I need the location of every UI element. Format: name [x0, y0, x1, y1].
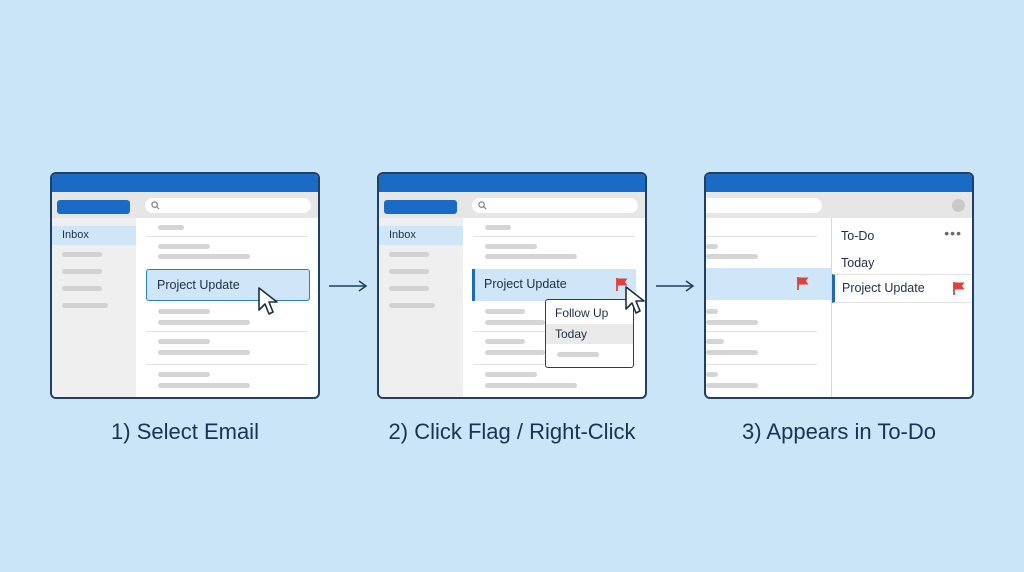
list-item-placeholder	[485, 244, 537, 249]
todo-task-label: Project Update	[842, 281, 925, 295]
list-item-placeholder	[485, 320, 545, 325]
list-divider	[706, 331, 817, 332]
toolbar	[52, 192, 318, 218]
email-list: Project Update	[463, 218, 645, 397]
menu-item-follow-up[interactable]: Follow Up	[555, 306, 609, 320]
todo-pane: To-Do ••• Today Project Update	[831, 218, 972, 397]
flag-icon[interactable]	[615, 277, 629, 292]
folder-placeholder	[389, 286, 429, 291]
list-item-placeholder	[158, 372, 210, 377]
list-divider	[146, 331, 308, 332]
step-2-caption: 2) Click Flag / Right-Click	[388, 419, 636, 444]
list-item-placeholder	[158, 309, 210, 314]
folder-sidebar: Inbox	[379, 218, 463, 397]
cursor-icon	[258, 287, 278, 315]
more-icon[interactable]: •••	[944, 225, 962, 241]
menu-item-placeholder	[557, 352, 599, 357]
sidebar-item-label: Inbox	[389, 229, 416, 241]
list-item-placeholder	[706, 372, 718, 377]
toolbar	[706, 192, 972, 218]
list-item-placeholder	[706, 244, 718, 249]
list-divider	[146, 364, 308, 365]
list-item-placeholder	[706, 309, 718, 314]
email-subject: Project Update	[484, 277, 567, 291]
cursor-icon	[625, 286, 645, 314]
step-1-window: Inbox Project Update	[50, 172, 320, 399]
list-divider	[146, 236, 308, 237]
flag-icon[interactable]	[796, 276, 810, 291]
menu-item-today[interactable]: Today	[546, 324, 633, 344]
list-divider	[473, 236, 635, 237]
list-item-placeholder	[158, 254, 250, 259]
list-item-placeholder	[485, 372, 537, 377]
list-item-placeholder	[158, 244, 210, 249]
list-divider	[706, 364, 817, 365]
arrow-right-icon	[656, 280, 695, 292]
search-input[interactable]	[145, 198, 311, 213]
step-1-caption: 1) Select Email	[111, 419, 259, 444]
new-mail-button[interactable]	[57, 200, 130, 214]
email-row-selected[interactable]: Project Update	[472, 269, 636, 301]
folder-placeholder	[62, 286, 102, 291]
list-item-placeholder	[706, 350, 758, 355]
list-item-placeholder	[158, 350, 250, 355]
folder-placeholder	[62, 303, 108, 308]
email-row-selected[interactable]	[706, 268, 831, 300]
title-bar	[52, 174, 318, 192]
list-item-placeholder	[158, 320, 250, 325]
title-bar	[706, 174, 972, 192]
list-item-placeholder	[706, 383, 758, 388]
todo-task[interactable]: Project Update	[832, 274, 972, 303]
list-item-placeholder	[706, 320, 758, 325]
step-3-window: To-Do ••• Today Project Update	[704, 172, 974, 399]
list-divider	[706, 236, 817, 237]
todo-title: To-Do	[841, 229, 875, 243]
list-divider	[473, 331, 545, 332]
folder-placeholder	[62, 269, 102, 274]
folder-placeholder	[389, 269, 429, 274]
list-item-placeholder	[485, 383, 577, 388]
sidebar-item-inbox[interactable]: Inbox	[379, 226, 463, 245]
step-2-window: Inbox Project Update	[377, 172, 647, 399]
search-icon	[478, 201, 487, 210]
list-item-placeholder	[158, 339, 210, 344]
list-item-placeholder	[485, 350, 545, 355]
folder-placeholder	[62, 252, 102, 257]
email-subject: Project Update	[157, 278, 240, 292]
sidebar-item-inbox[interactable]: Inbox	[52, 226, 136, 245]
list-item-placeholder	[485, 309, 525, 314]
list-item-placeholder	[158, 225, 184, 230]
new-mail-button[interactable]	[384, 200, 457, 214]
folder-placeholder	[389, 303, 435, 308]
avatar[interactable]	[952, 199, 965, 212]
email-list: Project Update	[136, 218, 318, 397]
context-menu: Follow Up Today	[545, 299, 634, 368]
list-item-placeholder	[485, 225, 511, 230]
flag-icon[interactable]	[952, 281, 966, 296]
step-3-caption: 3) Appears in To-Do	[741, 419, 937, 444]
search-input[interactable]	[706, 198, 822, 213]
folder-sidebar: Inbox	[52, 218, 136, 397]
toolbar	[379, 192, 645, 218]
todo-group-label: Today	[841, 256, 875, 270]
email-list	[706, 218, 827, 397]
list-item-placeholder	[158, 383, 250, 388]
sidebar-item-label: Inbox	[62, 229, 89, 241]
list-item-placeholder	[706, 254, 758, 259]
list-item-placeholder	[706, 339, 724, 344]
arrow-right-icon	[329, 280, 368, 292]
search-input[interactable]	[472, 198, 638, 213]
title-bar	[379, 174, 645, 192]
search-icon	[151, 201, 160, 210]
email-row-selected[interactable]: Project Update	[146, 269, 310, 301]
folder-placeholder	[389, 252, 429, 257]
list-item-placeholder	[485, 254, 577, 259]
list-item-placeholder	[485, 339, 525, 344]
